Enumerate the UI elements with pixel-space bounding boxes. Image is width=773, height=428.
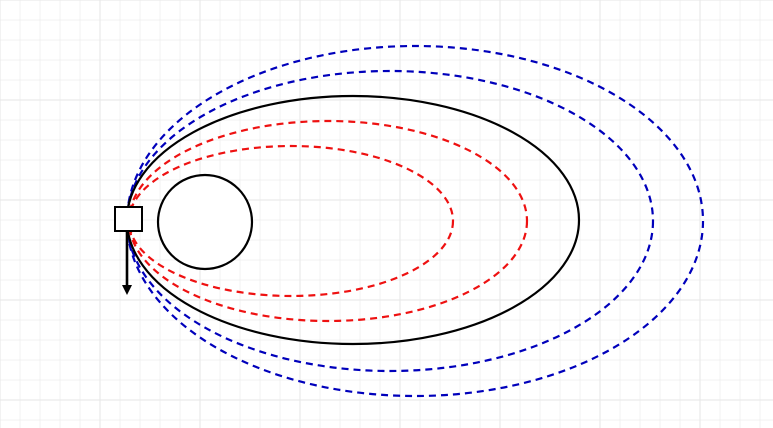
planet-circle: [156, 173, 254, 271]
satellite-square: [114, 206, 143, 232]
